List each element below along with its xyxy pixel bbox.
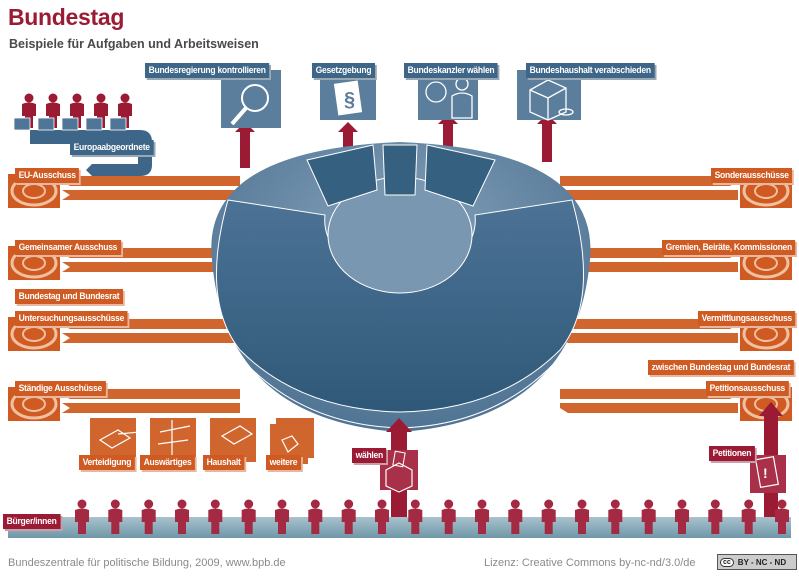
task-label-kontrollieren: Bundesregierung kontrollieren <box>145 63 270 78</box>
citizens-ground <box>8 517 791 538</box>
committee-label-gemeinsam: Gemeinsamer Ausschuss <box>15 240 121 255</box>
law-document-icon: § <box>333 80 363 116</box>
committee-spiral-icon <box>8 317 60 351</box>
task-box-haushalt <box>517 70 581 121</box>
standing-label-auswaertiges: Auswärtiges <box>140 455 196 470</box>
committee-sublabel-gemeinsam: Bundestag und Bundesrat <box>15 289 123 304</box>
committee-label-petition: Petitionsausschuss <box>706 381 789 396</box>
committee-label-untersuchung: Untersuchungsausschüsse <box>15 311 128 326</box>
chancellor-eagle-icon <box>425 77 473 119</box>
committee-label-eu: EU-Ausschuss <box>15 168 80 183</box>
petition-label: Petitionen <box>709 446 755 461</box>
vote-label: wählen <box>352 448 387 463</box>
standing-label-weitere: weitere <box>266 455 301 470</box>
coins-icon <box>220 425 254 445</box>
committee-label-sonder: Sonderausschüsse <box>711 168 793 183</box>
committee-sublabel-vermittlung: zwischen Bundestag und Bundesrat <box>648 360 794 375</box>
standing-example-icons <box>90 418 314 464</box>
arrow-right-out <box>560 389 738 399</box>
arrow-right-out <box>560 319 738 329</box>
task-box-kanzler <box>418 70 478 120</box>
arrow-right-out <box>560 176 738 186</box>
task-label-gesetzgebung: Gesetzgebung <box>312 63 375 78</box>
arrow-left-in <box>62 176 240 186</box>
standing-label-verteidigung: Verteidigung <box>79 455 135 470</box>
petition-document-icon: ! <box>750 455 786 493</box>
budget-safe-icon <box>529 79 574 121</box>
svg-text:§: § <box>344 89 355 111</box>
arrow-right-in <box>560 262 738 272</box>
cc-logo-icon: cc <box>720 557 734 567</box>
citizens-label: Bürger/innen <box>3 514 61 529</box>
task-label-kanzler: Bundeskanzler wählen <box>404 63 498 78</box>
task-box-kontrollieren <box>221 70 281 128</box>
page-subtitle: Beispiele für Aufgaben und Arbeitsweisen <box>9 37 259 51</box>
page-title: Bundestag <box>8 4 125 30</box>
committee-label-gremien: Gremien, Beiräte, Kommissionen <box>662 240 796 255</box>
task-box-gesetzgebung: § <box>320 70 376 120</box>
europe-label: Europaabgeordnete <box>70 140 154 155</box>
arrow-left-out <box>62 403 240 413</box>
license-text: Lizenz: Creative Commons by-nc-nd/3.0/de <box>484 557 696 569</box>
government-bench <box>306 144 496 207</box>
arrow-left-out <box>62 262 240 272</box>
task-label-haushalt: Bundeshaushalt verabschieden <box>526 63 655 78</box>
cc-license-badge[interactable]: cc BY - NC - ND <box>717 554 797 570</box>
plenum-chamber <box>211 142 591 432</box>
svg-text:!: ! <box>763 465 768 481</box>
cc-terms: BY - NC - ND <box>737 557 787 567</box>
magnifier-icon <box>230 84 269 126</box>
europe-members <box>13 93 132 131</box>
source-credit: Bundeszentrale für politische Bildung, 2… <box>8 557 286 569</box>
tank-icon <box>98 429 141 449</box>
standing-label-haushalt: Haushalt <box>203 455 245 470</box>
puzzle-icon <box>281 435 299 453</box>
arrow-left-in <box>62 389 240 399</box>
arrow-right-in <box>560 403 738 413</box>
arrow-left-out <box>62 190 240 200</box>
committee-label-vermittlung: Vermittlungsausschuss <box>698 311 796 326</box>
arrow-right-in <box>560 333 738 343</box>
arrow-left-out <box>62 333 240 343</box>
committee-icons <box>8 174 792 421</box>
signpost-icon <box>157 420 191 458</box>
committee-label-staendig: Ständige Ausschüsse <box>15 381 106 396</box>
arrow-right-in <box>560 190 738 200</box>
